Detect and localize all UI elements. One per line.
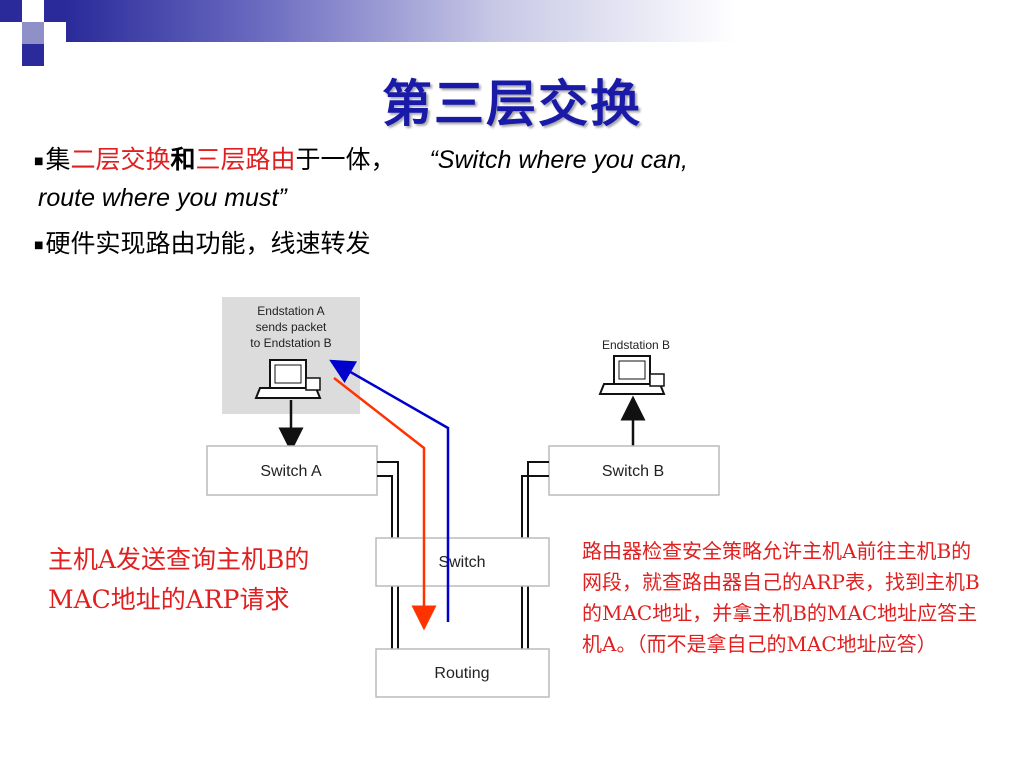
connection-lines [377,461,549,649]
highlight-layer3: 三层路由 [195,145,296,174]
endstation-a-label-1: Endstation A [257,304,324,318]
blue-reply-arrow [329,359,450,622]
routing-label: Routing [434,665,489,682]
switch-a-label: Switch A [260,463,322,480]
note-arp-request: 主机A发送查询主机B的MAC地址的ARP请求 [48,545,310,614]
quote-line-1: “Switch where you can, [429,146,688,174]
endstation-b-label: Endstation B [602,338,670,352]
switch-center-box [375,537,550,587]
bullet-2: ■硬件实现路由功能，线速转发 [34,229,371,258]
slide-title: 第三层交换 [382,74,642,133]
bullet-1: ■集二层交换和三层路由于一体， “Switch where you can, r… [34,145,688,212]
highlight-layer2: 二层交换 [70,145,171,174]
computer-b-icon [598,355,666,395]
endstation-a-label-2: sends packet [256,320,327,334]
endstation-a-label-3: to Endstation B [250,336,331,350]
quote-line-2: route where you must” [38,183,287,212]
switch-b-label: Switch B [602,463,664,480]
red-request-arrow [333,377,437,631]
switch-b-box [548,445,720,496]
computer-a-icon [254,359,322,399]
switch-a-box [206,445,378,496]
note-router-reply: 路由器检查安全策略允许主机A前往主机B的网段，就查路由器自己的ARP表，找到主机… [582,539,980,656]
switch-center-label: Switch [438,554,485,571]
routing-box [375,648,550,698]
